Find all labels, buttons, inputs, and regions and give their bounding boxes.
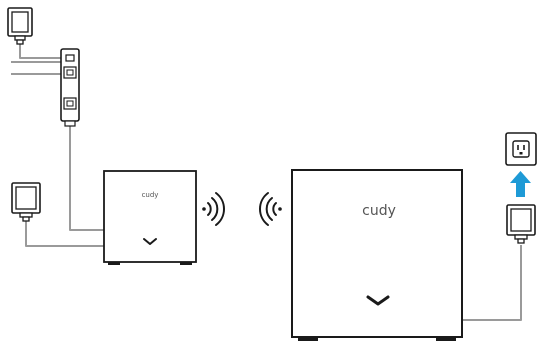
wifi-signal-icon bbox=[202, 193, 224, 225]
power-adapter-icon bbox=[12, 183, 40, 221]
cable-router-power bbox=[26, 219, 104, 246]
up-arrow-icon bbox=[510, 171, 531, 197]
cable-modem-to-router bbox=[70, 126, 104, 230]
small-router: cudy bbox=[104, 171, 196, 265]
large-router: cudy bbox=[292, 170, 462, 341]
router-foot bbox=[180, 262, 192, 265]
power-adapter-icon bbox=[8, 8, 32, 44]
wifi-signal-icon bbox=[260, 193, 282, 225]
modem-icon bbox=[61, 49, 79, 126]
cable-large-router-power bbox=[462, 245, 521, 320]
router-foot bbox=[298, 337, 318, 341]
wall-outlet-icon bbox=[506, 133, 536, 165]
router-brand-logo: cudy bbox=[362, 203, 396, 219]
router-foot bbox=[436, 337, 456, 341]
router-brand-logo: cudy bbox=[142, 191, 159, 199]
power-adapter-icon bbox=[507, 205, 535, 243]
router-foot bbox=[108, 262, 120, 265]
cable-modem-power bbox=[20, 44, 62, 58]
